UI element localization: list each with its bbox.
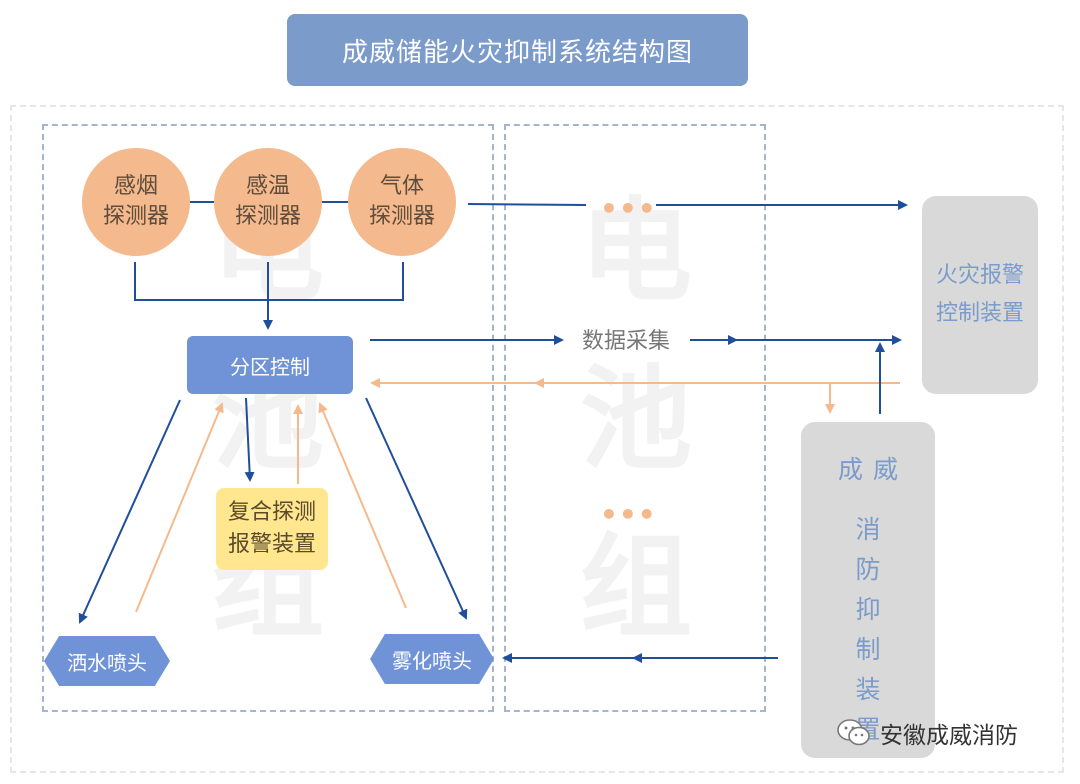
detector-label-line1: 气体 xyxy=(379,174,424,199)
suppression-char: 装 xyxy=(855,675,881,704)
smoke-detector-node: 感烟 探测器 xyxy=(82,148,190,256)
ellipsis-bottom: ••• xyxy=(600,498,657,531)
brand-name: 安徽成威消防 xyxy=(880,723,1018,749)
battery-group-watermark-2: 电 池 组 xyxy=(566,168,706,672)
battery-group-frame-1 xyxy=(42,124,494,712)
sprinkler-node: 洒水喷头 xyxy=(44,636,170,686)
suppression-char: 消 xyxy=(855,515,881,544)
detector-label-line1: 感温 xyxy=(245,174,290,199)
detector-label-line2: 探测器 xyxy=(368,204,435,229)
brand-watermark: 安徽成威消防 xyxy=(836,716,1018,750)
data-collection-label: 数据采集 xyxy=(580,323,673,355)
suppression-char: 制 xyxy=(855,635,881,664)
atomizer-feedback-arrow xyxy=(318,402,407,609)
zone-control-node: 分区控制 xyxy=(187,336,353,394)
detector-label-line2: 探测器 xyxy=(234,204,301,229)
zone-to-composite-arrow xyxy=(244,397,255,482)
composite-label-line2: 报警装置 xyxy=(227,532,316,557)
detector-label-line1: 感烟 xyxy=(113,174,158,199)
watermark-char-2: 池 xyxy=(580,355,692,485)
battery-group-frame-2 xyxy=(504,124,766,712)
suppression-label-column: 消 防 抑 制 装 置 xyxy=(801,510,935,750)
detector-label-line2: 探测器 xyxy=(102,204,169,229)
heat-detector-node: 感温 探测器 xyxy=(214,148,322,256)
ellipsis-top: ••• xyxy=(600,192,657,225)
watermark-char-1: 电 xyxy=(580,187,692,317)
composite-label-line1: 复合探测 xyxy=(227,500,316,525)
zone-to-atomizer-arrow xyxy=(365,397,468,620)
atomizer-node: 雾化喷头 xyxy=(370,634,494,684)
composite-alarm-node: 复合探测 报警装置 xyxy=(216,488,328,570)
watermark-char-3: 组 xyxy=(580,523,692,653)
suppression-device-node: 成威 消 防 抑 制 装 置 xyxy=(801,422,935,758)
suppression-char: 抑 xyxy=(855,595,881,624)
fire-alarm-control-node: 火灾报警 控制装置 xyxy=(922,196,1038,394)
suppression-char: 防 xyxy=(855,555,881,584)
diagram-title: 成威储能火灾抑制系统结构图 xyxy=(287,14,748,86)
system-frame xyxy=(10,105,1064,773)
zone-to-sprinkler-arrow xyxy=(78,399,181,624)
wechat-icon xyxy=(836,718,872,748)
sprinkler-feedback-arrow xyxy=(135,402,224,613)
alarm-label-line2: 控制装置 xyxy=(935,301,1024,326)
detector-to-alarm-line xyxy=(467,203,587,206)
gas-detector-node: 气体 探测器 xyxy=(348,148,456,256)
suppression-title: 成威 xyxy=(837,455,908,484)
alarm-label-line1: 火灾报警 xyxy=(935,263,1024,288)
